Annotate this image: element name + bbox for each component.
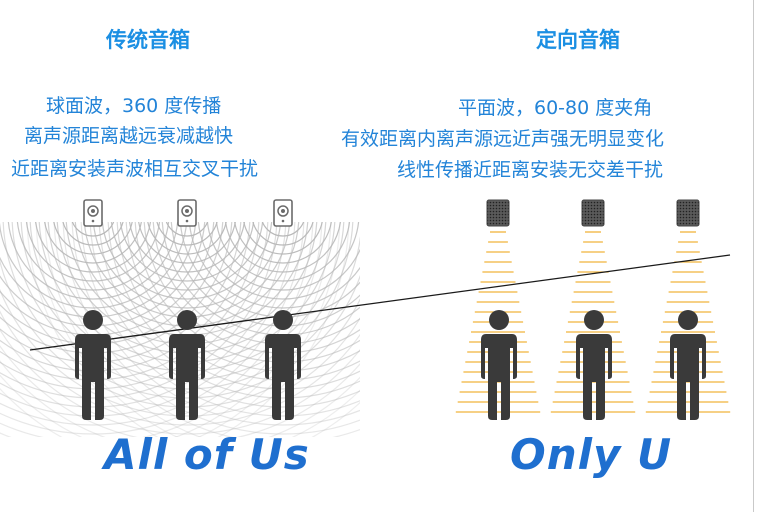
speaker-icon [83,199,103,227]
directional-desc-line-2: 有效距离内离声源远近声强无明显变化 [341,128,665,150]
distance-line [29,254,731,351]
directional-slogan: Only U [510,430,673,479]
page-edge [753,0,754,512]
grille-speaker-icon [581,199,605,227]
person-icon [265,310,301,420]
traditional-desc-line-3: 近距离安装声波相互交叉干扰 [11,158,259,180]
speaker-icon [273,199,293,227]
directional-desc-line-1: 平面波，60-80 度夹角 [458,97,653,119]
speaker-icon [177,199,197,227]
traditional-desc-line-2: 离声源距离越远衰减越快 [24,125,234,147]
traditional-slogan: All of Us [104,430,310,479]
grille-speaker-icon [676,199,700,227]
spherical-waves [0,222,360,437]
directional-desc-line-3: 线性传播近距离安装无交差干扰 [397,159,664,181]
grille-speaker-icon [486,199,510,227]
traditional-desc-line-1: 球面波，360 度传播 [46,95,222,117]
person-icon [670,310,706,420]
person-icon [576,310,612,420]
traditional-speaker-title: 传统音箱 [106,28,190,52]
directional-speaker-title: 定向音箱 [536,28,620,52]
person-icon [481,310,517,420]
